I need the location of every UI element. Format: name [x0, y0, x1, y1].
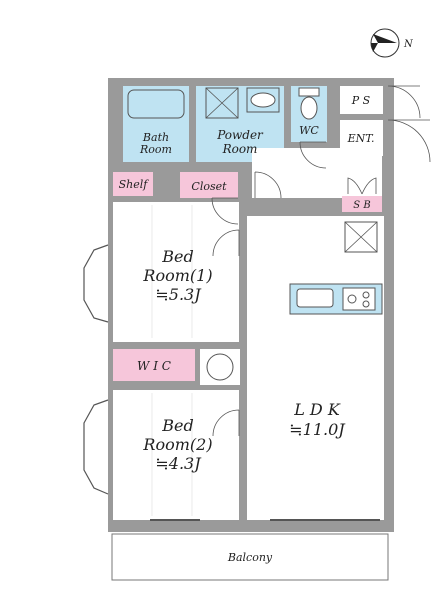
powder-label-2: Room: [222, 142, 258, 156]
kitchen-sink-icon: [296, 288, 334, 308]
compass-arrow-icon: [371, 34, 397, 52]
bed2-area: ≒4.3J: [155, 454, 202, 473]
compass-label: N: [403, 39, 414, 50]
labels: Bath Room Powder Room WC P S ENT. S B Sh…: [119, 94, 375, 564]
bed1-label-1: Bed: [161, 247, 193, 266]
closet-label: Closet: [191, 180, 227, 193]
bed1-label-2: Room(1): [142, 266, 212, 285]
doors: [83, 85, 431, 521]
ps-label: P S: [351, 94, 371, 107]
bath-label-1: Bath: [142, 131, 169, 144]
refrigerator-icon: [344, 221, 378, 253]
shelf-label: Shelf: [119, 178, 150, 191]
wic-label: W I C: [137, 359, 171, 373]
sb-label: S B: [353, 200, 370, 211]
ent-label: ENT.: [347, 132, 375, 145]
room-floors: [111, 86, 389, 581]
stove-icon: [342, 287, 376, 311]
bed1-area: ≒5.3J: [155, 285, 202, 304]
toilet-icon: [300, 96, 318, 120]
ldk-area: ≒11.0J: [289, 420, 346, 439]
bed2-label-2: Room(2): [142, 435, 212, 454]
washer-icon: [205, 87, 239, 119]
wc-label: WC: [299, 124, 319, 137]
shoe-box-door-icon: [347, 177, 377, 195]
bed2-label-1: Bed: [161, 416, 193, 435]
ldk-label: L D K: [293, 400, 341, 419]
sink-icon: [250, 92, 276, 108]
bath-label-2: Room: [139, 143, 172, 156]
bathtub-icon: [127, 89, 185, 119]
compass: N: [370, 28, 414, 58]
water-heater-icon: [206, 353, 234, 381]
fixtures: [127, 87, 383, 381]
powder-label-1: Powder: [216, 128, 264, 142]
balcony-label: Balcony: [227, 551, 273, 564]
